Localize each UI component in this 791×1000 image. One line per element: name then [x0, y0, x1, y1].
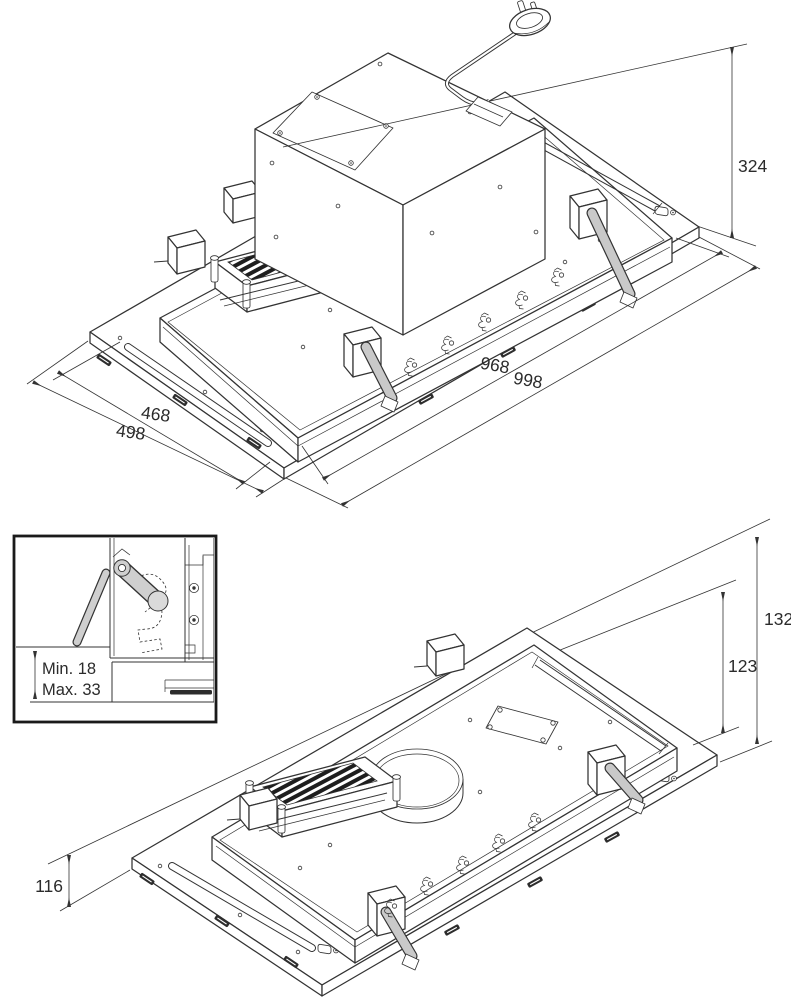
dim-468-label: 468	[140, 402, 172, 426]
power-plug-icon	[445, 0, 551, 127]
dim-498-label: 498	[115, 420, 147, 444]
dim-324-label: 324	[738, 156, 767, 176]
isometric-view-bottom: 132 123 116	[35, 518, 791, 997]
ceiling-line-outer	[47, 518, 771, 865]
access-plate	[485, 705, 559, 745]
dim-132-label: 132	[764, 609, 791, 629]
dimensions-top: 324 968 998 468 498	[26, 47, 767, 509]
inset-min-label: Min. 18	[42, 660, 96, 678]
mounting-brackets-bottom	[226, 633, 646, 971]
dimensions-bottom: 132 123 116	[35, 537, 791, 912]
dim-968-label: 968	[479, 353, 511, 378]
dim-123-label: 123	[728, 656, 757, 676]
isometric-view-top: 324 968 998 468 498	[26, 0, 767, 509]
dim-116-label: 116	[35, 876, 63, 896]
clamp-detail-inset: Min. 18 Max. 33	[12, 534, 218, 724]
dim-998-label: 998	[512, 368, 544, 393]
inset-max-label: Max. 33	[42, 681, 101, 699]
